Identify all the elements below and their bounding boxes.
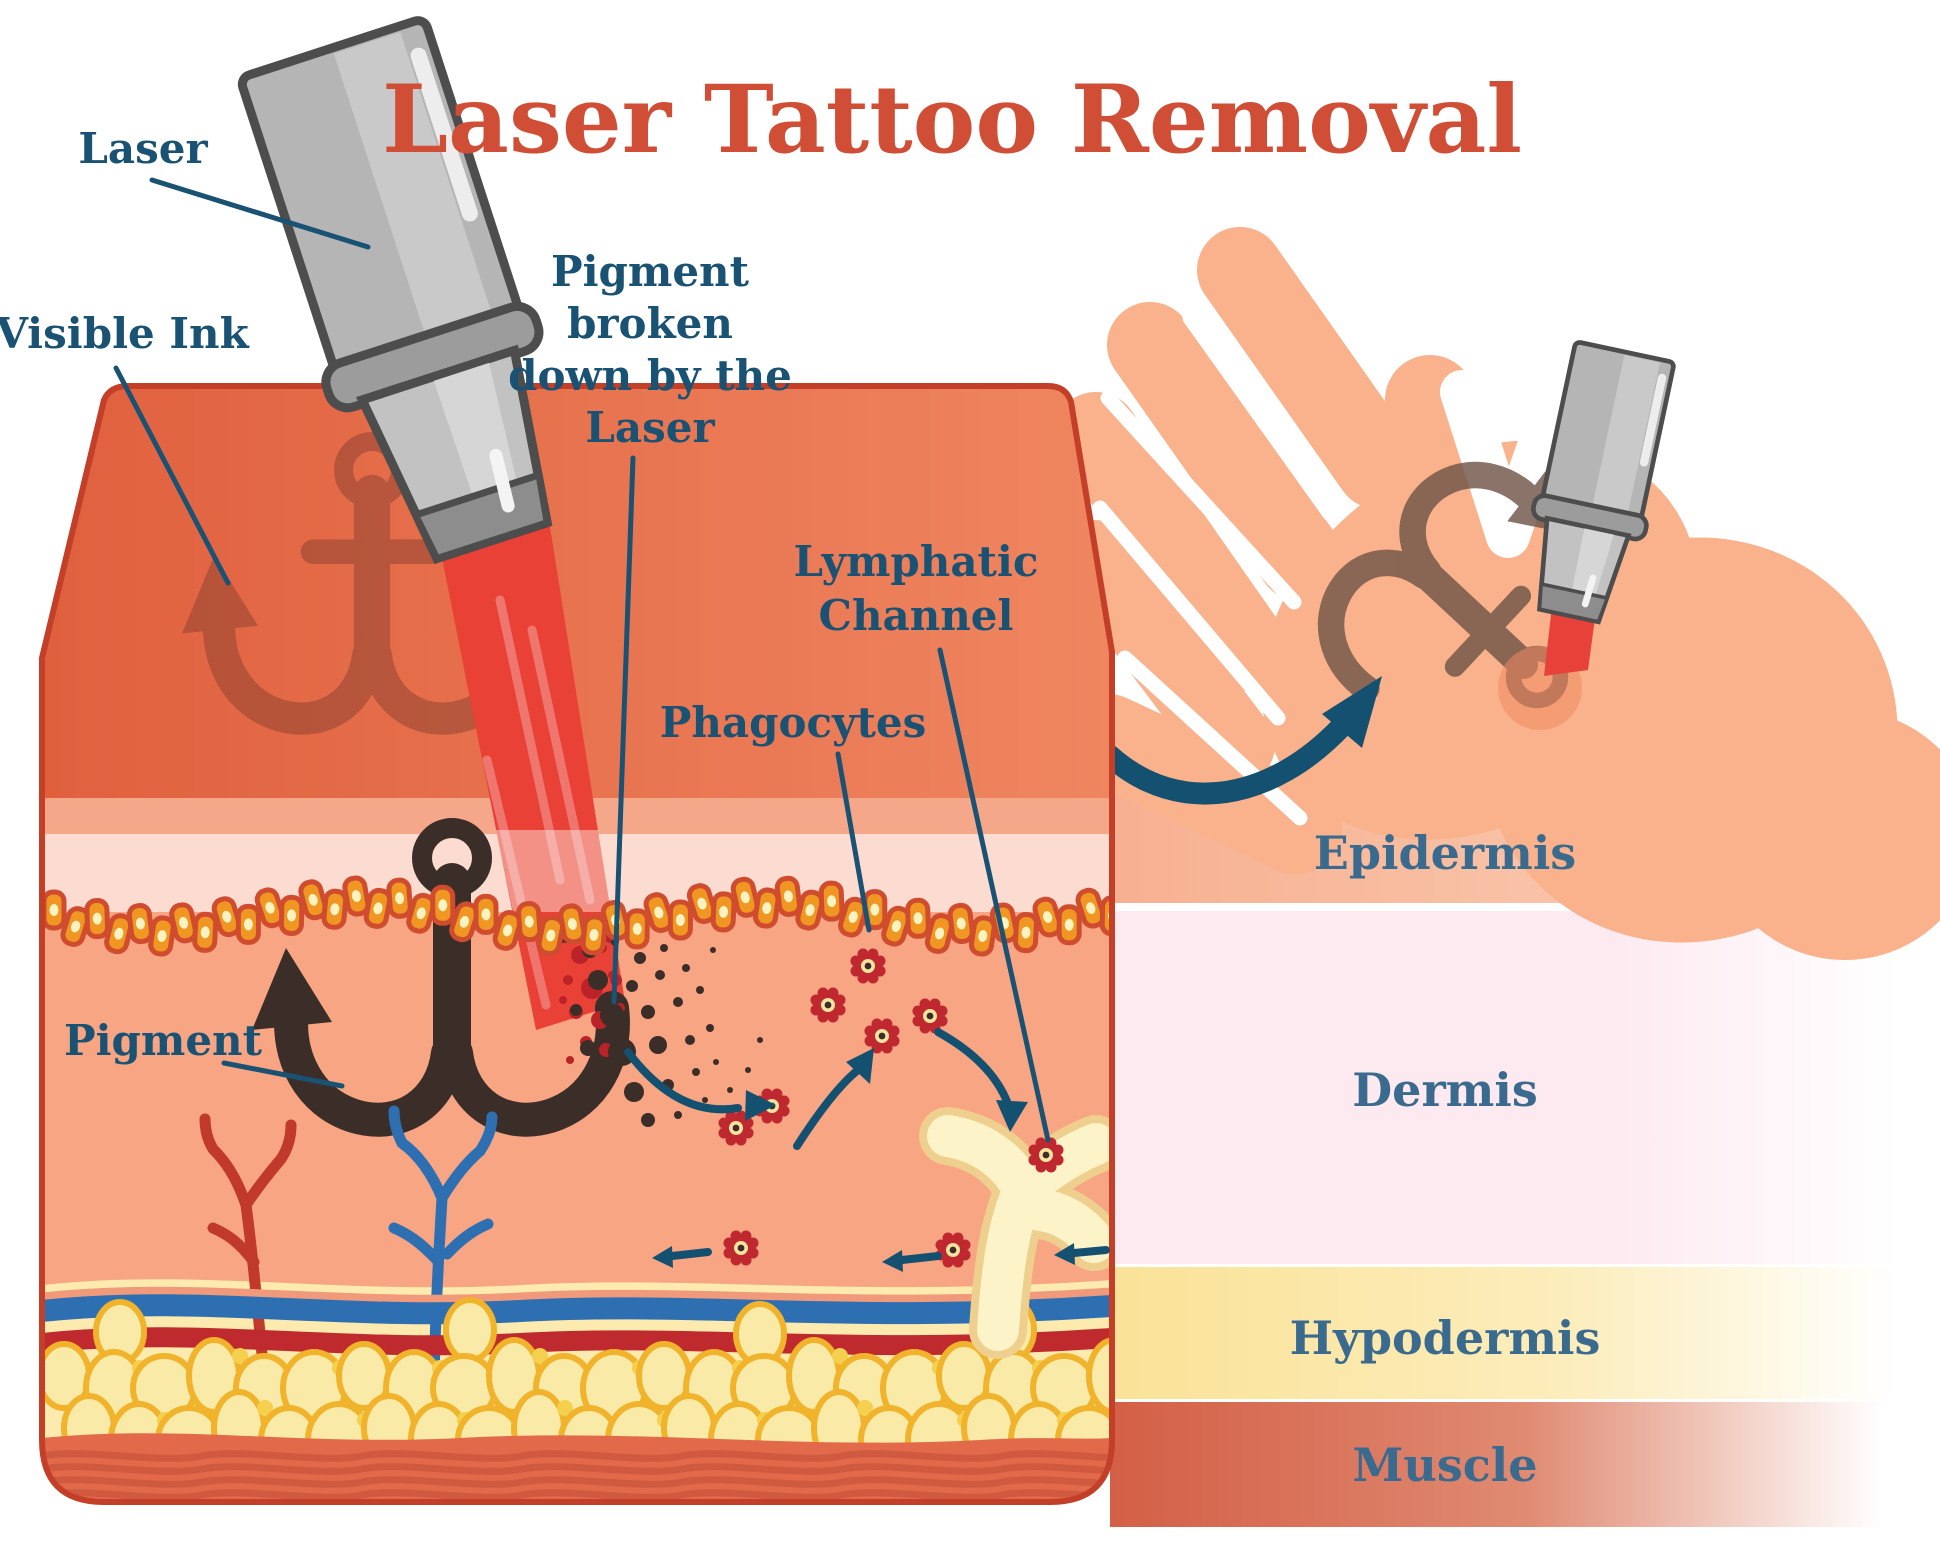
- svg-text:Pigment: Pigment: [551, 247, 750, 296]
- phagocyte-icon: [864, 1018, 900, 1054]
- page-title: Laser Tattoo Removal: [382, 65, 1522, 175]
- hand-illustration: [1053, 227, 1940, 960]
- pigment-broken-label: Pigment broken down by the Laser: [508, 247, 792, 452]
- pinky-finger: [1055, 520, 1275, 785]
- phagocyte-icon: [718, 1110, 754, 1146]
- vein-icon: [388, 1105, 498, 1386]
- hypodermis-label: Hypodermis: [1290, 1311, 1601, 1365]
- flow-arrowhead-icons: [652, 1048, 1075, 1272]
- laser-beam: [440, 514, 625, 1030]
- muscle-fiber-lines: [42, 1450, 1112, 1501]
- hypodermis-band: [1110, 1267, 1940, 1399]
- label-pointer-lines: [113, 177, 1051, 1143]
- phagocyte-icon: [912, 998, 948, 1034]
- lymphatic-channel-label: Lymphatic Channel: [794, 537, 1039, 640]
- phagocytes-label: Phagocytes: [660, 698, 926, 747]
- pigment-anchor-tattoo: [252, 818, 630, 1137]
- middle-finger: [1107, 302, 1343, 601]
- laser-pointer-line: [149, 177, 371, 250]
- epidermis-cell-row: [42, 875, 1112, 957]
- epidermis-label: Epidermis: [1314, 826, 1576, 880]
- finger-notch: [1440, 370, 1578, 558]
- phagocyte-icon: [1028, 1137, 1064, 1173]
- pigment-broken-pointer-line: [611, 455, 636, 1005]
- hypodermis-vessel-stripes: [42, 1286, 1112, 1356]
- laser-label: Laser: [78, 124, 208, 173]
- phagocyte-icon: [810, 987, 846, 1023]
- svg-text:Channel: Channel: [819, 591, 1014, 640]
- skin-cross-section-block: [42, 386, 1112, 1502]
- phagocytes-pointer-line: [835, 751, 872, 933]
- pigment-label: Pigment: [64, 1016, 263, 1065]
- svg-text:Laser: Laser: [585, 403, 715, 452]
- muscle-band: [1110, 1402, 1940, 1527]
- muscle-label: Muscle: [1352, 1438, 1537, 1492]
- svg-text:down by the: down by the: [508, 351, 792, 400]
- broken-pigment-particles: [561, 933, 763, 1127]
- svg-text:broken: broken: [567, 299, 733, 348]
- phagocyte-flow-arrows: [624, 1028, 1110, 1272]
- phagocyte-icon: [935, 1232, 971, 1268]
- skin-block-border: [39, 383, 1115, 1505]
- visible-ink-label: Visible Ink: [0, 309, 250, 358]
- svg-text:Lymphatic: Lymphatic: [794, 537, 1039, 586]
- ring-finger: [1053, 392, 1288, 691]
- finger-separator-lines: [1092, 310, 1338, 826]
- dermis-band: [1110, 911, 1940, 1264]
- dermis-label: Dermis: [1352, 1063, 1537, 1117]
- transfer-arrow: [1099, 676, 1382, 805]
- transfer-arrowhead-icon: [1322, 676, 1382, 748]
- phagocyte-icon: [850, 948, 886, 984]
- visible-ink-pointer-line: [113, 365, 231, 586]
- pigment-pointer-line: [221, 1060, 345, 1089]
- phagocyte-icon: [723, 1230, 759, 1266]
- lymphatic-pointer-line: [937, 647, 1051, 1143]
- index-finger: [1197, 227, 1421, 509]
